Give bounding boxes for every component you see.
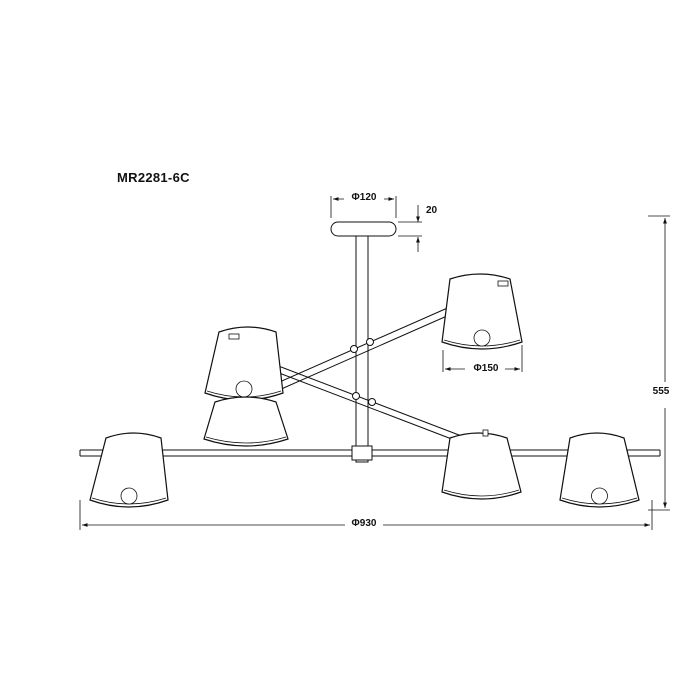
shade-upper-right	[441, 273, 523, 350]
shade-far-right	[559, 432, 640, 508]
model-number: MR2281-6C	[117, 170, 190, 185]
total-width-label: Φ930	[352, 518, 377, 529]
total-height-label: 555	[653, 386, 670, 397]
dimension-canopy-diameter: Φ120	[330, 189, 397, 218]
shade-diameter-label: Φ150	[474, 363, 499, 374]
canopy	[330, 221, 397, 237]
shade-center-right	[441, 429, 522, 500]
diagonal-arm-2	[265, 361, 473, 447]
lamp-shades	[89, 273, 640, 508]
canopy-diameter-label: Φ120	[352, 192, 377, 203]
bottom-arm	[79, 445, 661, 461]
dimension-total-width: Φ930	[79, 500, 653, 530]
canopy-height-label: 20	[426, 205, 438, 216]
shade-upper-left	[204, 326, 284, 401]
dimension-total-height: 555	[648, 215, 675, 511]
dimension-shade-diameter: Φ150	[442, 345, 523, 374]
dimension-canopy-height: 20	[398, 205, 438, 252]
shade-lower-left-2	[203, 396, 289, 447]
shade-far-left	[89, 432, 169, 508]
